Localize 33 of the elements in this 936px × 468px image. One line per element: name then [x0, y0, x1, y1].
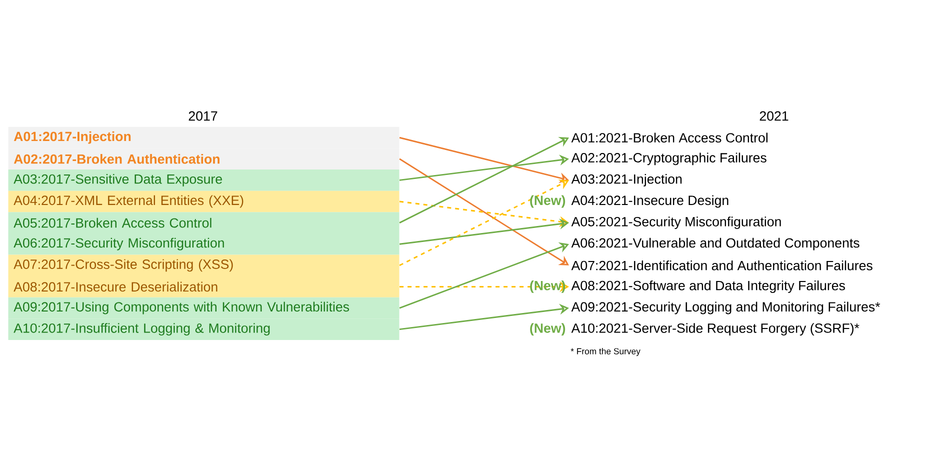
list-item: A06:2021-Vulnerable and Outdated Components — [571, 238, 860, 250]
new-tag: (New) — [530, 195, 566, 208]
list-row: A10:2017-Insufficient Logging & Monitoring — [8, 318, 400, 340]
node-label: A01:2017-Injection — [14, 131, 131, 144]
node-label: A10:2017-Insufficient Logging & Monitoring — [14, 323, 270, 336]
list-row: A02:2017-Broken Authentication — [8, 148, 400, 170]
list-row: A08:2017-Insecure Deserialization — [8, 276, 400, 298]
node-label: A05:2017-Broken Access Control — [14, 218, 212, 228]
list-row: A03:2017-Sensitive Data Exposure — [8, 170, 400, 191]
list-row: A07:2017-Cross-Site Scripting (XSS) — [8, 254, 400, 276]
column-heading: 2017 — [188, 111, 218, 121]
list-row: A09:2017-Using Components with Known Vulnerabilities — [8, 297, 400, 319]
list-item: A09:2021-Security Logging and Monitoring Failures* — [571, 302, 880, 314]
list-item: A07:2021-Identification and Authentication Failures — [571, 260, 872, 270]
list-item: A01:2021-Broken Access Control — [571, 132, 768, 142]
node-label: A06:2017-Security Misconfiguration — [14, 238, 224, 250]
node-label: A09:2017-Using Components with Known Vulnerabilities — [14, 302, 350, 314]
list-row: A06:2017-Security Misconfiguration — [8, 233, 400, 255]
new-tag: (New) — [530, 323, 566, 336]
list-row: A05:2017-Broken Access Control — [8, 212, 400, 234]
node-label: A02:2017-Broken Authentication — [14, 154, 220, 164]
node-label: A08:2017-Insecure Deserialization — [14, 282, 218, 292]
list-item: A10:2021-Server-Side Request Forgery (SSRF)* — [571, 323, 860, 336]
list-item: A02:2021-Cryptographic Failures — [571, 152, 766, 166]
list-item: A03:2021-Injection — [571, 174, 682, 186]
node-label: A07:2017-Cross-Site Scripting (XSS) — [14, 259, 233, 272]
footnote: * From the Survey — [570, 348, 640, 356]
list-item: A08:2021-Software and Data Integrity Failures — [571, 280, 845, 293]
column-heading: 2021 — [760, 111, 788, 121]
list-row: A04:2017-XML External Entities (XXE) — [8, 190, 400, 212]
list-item: A04:2021-Insecure Design — [571, 195, 728, 208]
list-row: A01:2017-Injection — [8, 126, 400, 148]
list-item: A05:2021-Security Misconfiguration — [571, 216, 781, 229]
